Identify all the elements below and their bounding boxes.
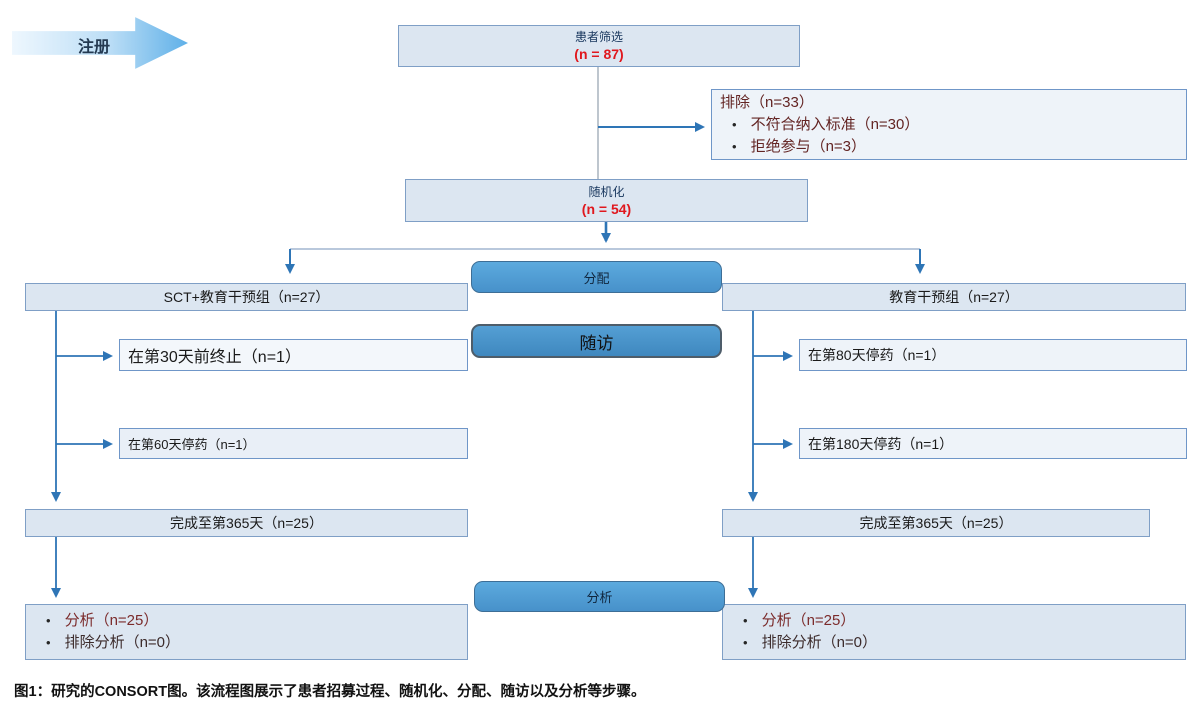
screening-title: 患者筛选	[574, 30, 623, 44]
exclusion-item-2-text: 拒绝参与（n=3）	[750, 137, 867, 155]
analysis-right-item-1-text: 分析（n=25）	[761, 612, 856, 629]
completion-right-label: 完成至第365天（n=25）	[859, 515, 1013, 531]
figure-caption: 图1：研究的CONSORT图。该流程图展示了患者招募过程、随机化、分配、随访以及…	[14, 684, 646, 700]
randomization-box: 随机化 (n = 54)	[405, 179, 808, 222]
analysis-right-item-2-text: 排除分析（n=0）	[761, 634, 878, 651]
followup-left-2-label: 在第60天停药（n=1）	[128, 437, 256, 452]
completion-box-left: 完成至第365天（n=25）	[25, 509, 468, 537]
completion-box-right: 完成至第365天（n=25）	[722, 509, 1150, 537]
analysis-banner: 分析	[474, 581, 725, 612]
analysis-right-item-1: 分析（n=25）	[731, 610, 856, 632]
randomization-n: (n = 54)	[581, 200, 632, 217]
analysis-right-item-2: 排除分析（n=0）	[731, 632, 877, 654]
exclusion-item-1: 不符合纳入标准（n=30）	[720, 114, 920, 136]
screening-box: 患者筛选 (n = 87)	[398, 25, 800, 67]
followup-box-right-2: 在第180天停药（n=1）	[799, 428, 1187, 459]
followup-box-left-2: 在第60天停药（n=1）	[119, 428, 468, 459]
followup-banner-label: 随访	[579, 333, 614, 353]
group-box-left: SCT+教育干预组（n=27）	[25, 283, 468, 311]
exclusion-item-1-text: 不符合纳入标准（n=30）	[750, 115, 920, 133]
exclusion-item-2: 拒绝参与（n=3）	[720, 136, 866, 158]
analysis-banner-label: 分析	[586, 590, 613, 605]
group-right-label: 教育干预组（n=27）	[889, 289, 1019, 305]
analysis-left-item-2: 排除分析（n=0）	[34, 632, 180, 654]
analysis-box-left: 分析（n=25） 排除分析（n=0）	[25, 604, 468, 660]
group-box-right: 教育干预组（n=27）	[722, 283, 1186, 311]
followup-left-1-label: 在第30天前终止（n=1）	[128, 349, 301, 366]
screening-n: (n = 87)	[574, 46, 624, 62]
followup-right-2-label: 在第180天停药（n=1）	[808, 435, 954, 452]
exclusion-box: 排除（n=33） 不符合纳入标准（n=30） 拒绝参与（n=3）	[711, 89, 1187, 160]
analysis-left-item-2-text: 排除分析（n=0）	[64, 634, 181, 651]
randomization-title: 随机化	[588, 184, 625, 199]
completion-left-label: 完成至第365天（n=25）	[170, 515, 323, 531]
analysis-left-item-1-text: 分析（n=25）	[64, 612, 159, 629]
followup-box-left-1: 在第30天前终止（n=1）	[119, 339, 468, 371]
group-left-label: SCT+教育干预组（n=27）	[163, 289, 330, 305]
followup-banner: 随访	[471, 324, 722, 358]
allocation-banner: 分配	[471, 261, 722, 293]
followup-right-1-label: 在第80天停药（n=1）	[808, 347, 946, 363]
allocation-banner-label: 分配	[583, 270, 610, 286]
followup-box-right-1: 在第80天停药（n=1）	[799, 339, 1187, 371]
registration-label: 注册	[78, 39, 111, 56]
analysis-left-item-1: 分析（n=25）	[34, 610, 159, 632]
exclusion-title: 排除（n=33）	[720, 93, 814, 111]
analysis-box-right: 分析（n=25） 排除分析（n=0）	[722, 604, 1186, 660]
